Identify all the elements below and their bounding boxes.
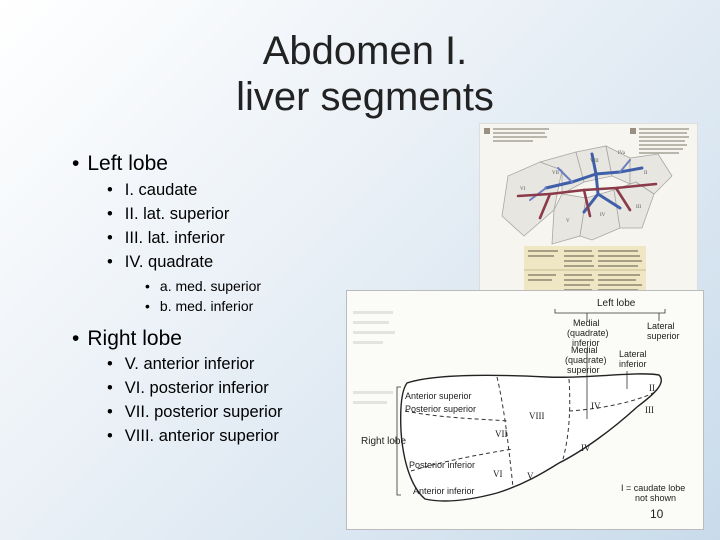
svg-text:IVa: IVa (618, 151, 626, 156)
list-item: a. med. superior (145, 276, 261, 296)
lateral-inferior-label-1: Lateral (619, 349, 647, 359)
right-lobe-list: V. anterior inferior VI. posterior infer… (107, 352, 283, 448)
medial-inferior-label-2: (quadrate) (567, 328, 609, 338)
title-line-2: liver segments (236, 75, 494, 119)
lateral-inferior-label-2: inferior (619, 359, 647, 369)
left-lobe-list: I. caudate II. lat. superior III. lat. i… (107, 178, 230, 274)
lateral-superior-label-1: Lateral (647, 321, 675, 331)
svg-text:V: V (566, 219, 570, 224)
segment-viii-label: VIII (529, 411, 545, 421)
segment-iii-label: III (645, 405, 654, 415)
svg-text:VI: VI (520, 187, 526, 192)
segment-ii-label: II (649, 383, 655, 393)
svg-text:VII: VII (552, 171, 559, 176)
list-item: VI. posterior inferior (107, 376, 283, 400)
slide-title: Abdomen I. liver segments (150, 28, 580, 120)
anterior-superior-label: Anterior superior (405, 391, 472, 401)
list-item: b. med. inferior (145, 296, 261, 316)
list-item: VII. posterior superior (107, 400, 283, 424)
list-item: IV. quadrate (107, 250, 229, 274)
lateral-superior-label-2: superior (647, 331, 680, 341)
segment-vi-label: VI (493, 469, 503, 479)
list-item: V. anterior inferior (107, 352, 283, 376)
list-item: I. caudate (107, 178, 229, 202)
quadrate-sublist: a. med. superior b. med. inferior (145, 276, 261, 316)
medial-inferior-label-1: Medial (573, 318, 600, 328)
list-item: II. lat. superior (107, 202, 230, 226)
caudate-note-line-2: not shown (635, 493, 676, 503)
segment-diagram-drawing: Left lobe Medial (quadrate) inferior Lat… (347, 291, 703, 529)
medial-superior-label-1: Medial (571, 345, 598, 355)
list-item: VIII. anterior superior (107, 424, 283, 448)
posterior-inferior-label: Posterior inferior (409, 460, 475, 470)
medial-superior-label-3: superior (567, 365, 600, 375)
medial-superior-label-2: (quadrate) (565, 355, 607, 365)
page-number: 10 (650, 507, 664, 521)
anterior-inferior-label: Anterior inferior (413, 486, 475, 496)
right-lobe-heading: Right lobe (72, 327, 182, 351)
svg-text:II: II (644, 171, 648, 176)
left-lobe-diagram-label: Left lobe (597, 298, 636, 309)
svg-text:III: III (636, 205, 641, 210)
segment-vii-label: VII (495, 429, 508, 439)
segment-iv-upper-label: IV (591, 401, 601, 411)
svg-text:VIII: VIII (590, 159, 599, 164)
segment-iv-lower-label: IV (581, 443, 591, 453)
svg-text:IV: IV (600, 213, 606, 218)
medial-inferior-label-3: inferior (572, 338, 600, 348)
right-lobe-diagram-label: Right lobe (361, 436, 406, 447)
caudate-note-line-1: I = caudate lobe (621, 483, 685, 493)
liver-segment-diagram: Left lobe Medial (quadrate) inferior Lat… (346, 290, 704, 530)
list-item: III. lat. inferior (107, 226, 229, 250)
title-line-1: Abdomen I. (262, 29, 468, 73)
segment-v-label: V (527, 471, 534, 481)
left-lobe-heading: Left lobe (72, 152, 168, 176)
posterior-superior-label: Posterior superior (405, 404, 476, 414)
